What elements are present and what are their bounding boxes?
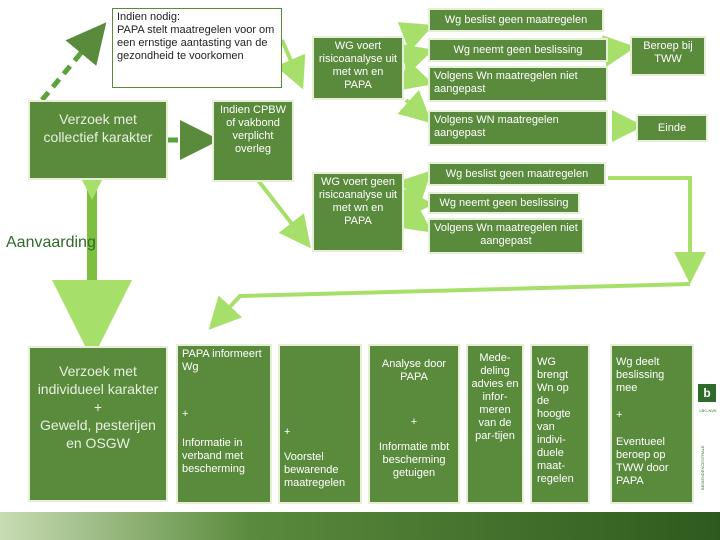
bottom-no-decision-box: Wg neemt geen beslissing xyxy=(428,192,580,214)
top-no-decision-box: Wg neemt geen beslissing xyxy=(428,38,608,62)
side-band xyxy=(694,330,720,510)
info-witnesses-text: Informatie mbt bescherming getuigen xyxy=(378,441,450,479)
bottom-not-applied-box: Volgens Wn maatregelen niet aangepast xyxy=(428,218,584,254)
arrow-to-wg-no-risk xyxy=(248,168,311,249)
wg-shares-column: Wg deelt beslissing mee + Eventueel bero… xyxy=(610,344,694,504)
wg-risk-analysis-box: WG voert risicoanalyse uit met wn en PAP… xyxy=(312,36,404,100)
arrow-to-not-applied xyxy=(398,59,434,91)
bottom-band xyxy=(0,512,720,540)
top-not-applied-box: Volgens Wn maatregelen niet aangepast xyxy=(428,66,608,102)
wg-no-risk-analysis-box: WG voert geen risicoanalyse uit met wn e… xyxy=(312,172,404,252)
end-box: Einde xyxy=(636,114,708,142)
logo-caption: LBC-NVK xyxy=(699,408,717,413)
arrow-to-no-decision xyxy=(398,43,434,75)
papa-informs-text: PAPA informeert Wg xyxy=(182,348,262,373)
appeal-box: Beroep bij TWW xyxy=(630,36,706,76)
acceptance-label: Aanvaarding xyxy=(6,234,96,251)
dashed-arrow-top-note xyxy=(40,22,107,102)
plus-four: + xyxy=(616,409,623,421)
analysis-papa-text: Analyse door PAPA xyxy=(381,358,447,383)
bottom-no-measures-box: Wg beslist geen maatregelen xyxy=(428,162,606,186)
possible-appeal-text: Eventueel beroep op TWW door PAPA xyxy=(616,436,669,487)
arrow-to-no-measures xyxy=(397,22,434,52)
plus-one: + xyxy=(182,408,189,420)
top-note-box: Indien nodig: PAPA stelt maatregelen voo… xyxy=(112,8,282,88)
cpbw-note-box: Indien CPBW of vakbond verplicht overleg xyxy=(212,100,294,182)
arrow-right-down xyxy=(608,176,706,284)
info-protection-text: Informatie in verband met bescherming xyxy=(182,437,245,475)
lbc-logo-icon: b xyxy=(698,384,716,402)
arrow-to-applied xyxy=(397,90,432,124)
proposal-column: + Voorstel bewarende maatregelen xyxy=(278,344,362,504)
notification-box: Mede-deling advies en infor-meren van de… xyxy=(466,344,524,504)
top-applied-box: Volgens WN maatregelen aangepast xyxy=(428,110,608,146)
analysis-column: Analyse door PAPA + Informatie mbt besch… xyxy=(368,344,460,504)
collective-request-box: Verzoek met collectief karakter xyxy=(28,100,168,180)
arrow-left-back xyxy=(208,282,691,330)
individual-request-box: Verzoek met individueel karakter + Gewel… xyxy=(28,346,168,502)
papa-informs-column: PAPA informeert Wg + Informatie in verba… xyxy=(176,344,272,504)
side-vertical-text: BEDIENDENCENTRALE xyxy=(700,445,705,490)
plus-two: + xyxy=(284,426,291,438)
proposal-text: Voorstel bewarende maatregelen xyxy=(284,451,346,489)
top-no-measures-box: Wg beslist geen maatregelen xyxy=(428,8,604,32)
arrow-b-not-applied xyxy=(397,201,433,233)
wg-brings-box: WG brengt Wn op de hoogte van indivi-due… xyxy=(530,344,590,504)
arrow-b-no-measures xyxy=(397,170,432,205)
arrow-to-appeal xyxy=(602,35,636,67)
wg-shares-text: Wg deelt beslissing mee xyxy=(616,356,665,394)
arrow-to-wg-risk xyxy=(275,39,306,90)
plus-three: + xyxy=(410,416,418,428)
